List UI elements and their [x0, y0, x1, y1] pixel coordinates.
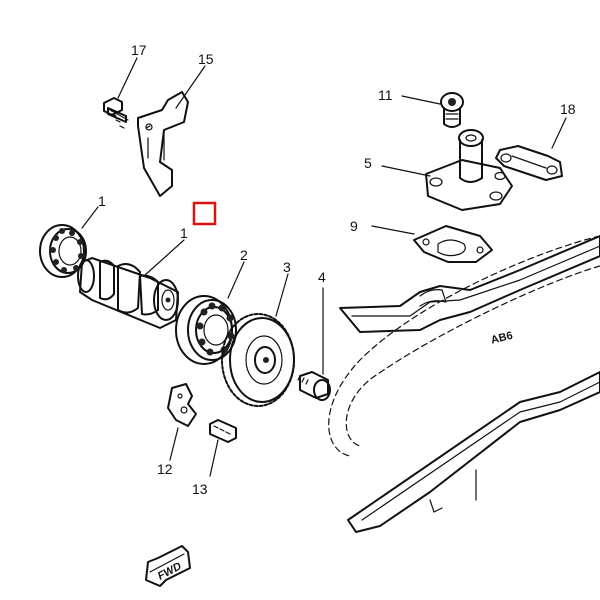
fwd-direction-marker: FWD: [145, 545, 191, 587]
part-4-sprocket: [221, 313, 295, 407]
part-1-camshaft: [77, 257, 179, 329]
part-label-5: 4: [318, 269, 326, 285]
part-label-1: 1: [180, 225, 188, 241]
timing-chain: [328, 235, 600, 457]
part-18-link: [495, 145, 563, 181]
part-label-3: 1: [98, 193, 106, 209]
part-label-12: 12: [157, 461, 173, 477]
part-label-2: 2: [240, 247, 248, 263]
part-label-15: 15: [198, 51, 214, 67]
upper-chain-guide: AB6: [339, 235, 600, 347]
part-11-bolt: [440, 92, 464, 128]
lower-chain-guide: [347, 371, 600, 533]
part-label-9: 5: [364, 155, 372, 171]
part-3-bearing: [39, 224, 87, 278]
part-12-lock-plate: [167, 383, 197, 427]
guide-marking: AB6: [490, 330, 514, 347]
part-5-bolt: [297, 371, 331, 401]
part-15-bracket: [137, 91, 189, 197]
part-9-tensioner: [425, 129, 513, 211]
part-label-18: 18: [560, 101, 576, 117]
part-17-bolt: [103, 97, 129, 129]
part-13-bolt: [209, 419, 237, 443]
part-10-gasket: [413, 225, 493, 263]
part-label-17: 17: [131, 42, 147, 58]
highlight-box[interactable]: [192, 201, 217, 226]
part-label-13: 13: [192, 481, 208, 497]
part-label-10: 9: [350, 218, 358, 234]
part-label-4: 3: [283, 259, 291, 275]
part-label-11: 11: [378, 87, 393, 103]
part-2-bearing: [175, 295, 237, 365]
